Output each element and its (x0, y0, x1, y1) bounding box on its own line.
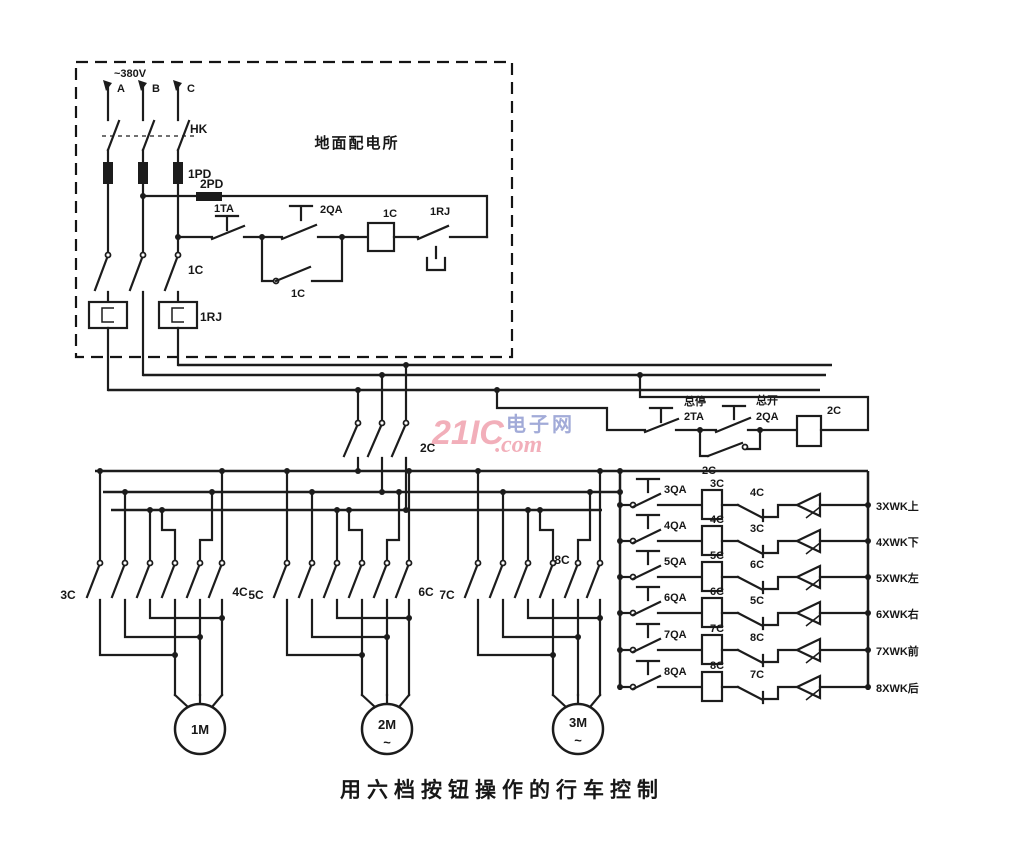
row6-coil-label: 8C (710, 660, 724, 672)
row1-button-label: 3QA (664, 484, 687, 496)
row4-interlock-label: 5C (750, 595, 764, 607)
watermark-site: 电子网 (506, 413, 575, 436)
row6-button-label: 8QA (664, 666, 687, 678)
button-row-4: 6QA 6C 5C 6XWK右 (615, 585, 919, 631)
overload-contact-1rj-label: 1RJ (430, 206, 450, 218)
row1-limit-switch-label: 3XWK上 (876, 499, 919, 513)
start-pushbutton-2qa-1: 2QA (280, 204, 343, 241)
row3-coil-label: 5C (710, 550, 724, 562)
master-coil-2c: 2C (795, 405, 841, 448)
seal-contact-1c-label: 1C (291, 288, 305, 300)
fuse-1pd-label: 1PD (188, 167, 212, 181)
motor-2m-label: 2M (378, 717, 396, 732)
branch2-fwd-contacts-label: 5C (248, 588, 264, 602)
figure-caption: 用六档按钮操作的行车控制 (340, 778, 664, 802)
motor-branch-2: 5C 6C 2M ~ (248, 466, 434, 756)
stop-pushbutton-1ta: 1TA (210, 203, 246, 241)
main-contacts-1c-label: 1C (188, 263, 204, 277)
branch3-rev-contacts-label: 8C (554, 553, 570, 567)
master-stop-pushbutton-2ta: 总停 2TA (643, 394, 706, 434)
row6-limit-switch-label: 8XWK后 (876, 681, 919, 695)
contactor-coil-1c-label: 1C (383, 208, 397, 220)
master-rung: 总停 2TA 总开 2QA 2C 2C (494, 372, 870, 477)
branch3-fwd-contacts-label: 7C (439, 588, 455, 602)
line-contactor-2c: 2C (342, 362, 436, 512)
branch1-rev-contacts-label: 4C (232, 585, 248, 599)
distribution-box-title: 地面配电所 (314, 134, 399, 152)
button-row-6: 8QA 8C 7C 8XWK后 (615, 659, 919, 705)
overload-contact-1rj: 1RJ (416, 206, 450, 272)
stop-pushbutton-1ta-label: 1TA (214, 203, 234, 215)
phase-buses (108, 363, 832, 392)
motor-3m-label: 3M (569, 715, 587, 730)
seal-contact-1c: 1C (260, 235, 344, 300)
knife-switch-label: HK (190, 122, 208, 136)
motor-2m-ac-mark: ~ (383, 735, 391, 750)
watermark-dot-com: .com (495, 432, 542, 458)
phase-a-label: A (117, 83, 125, 95)
motor-branch-1: 3C 4C 1M (60, 466, 248, 756)
fuses-1pd: 1PD (103, 162, 212, 254)
row2-limit-switch-label: 4XWK下 (876, 536, 919, 549)
thermal-heaters-1rj: 1RJ (87, 300, 222, 392)
knife-switch-hk: HK (102, 119, 208, 164)
motor-1m-label: 1M (191, 722, 209, 737)
master-start-cjk-label: 总开 (756, 393, 778, 407)
row2-interlock-label: 3C (750, 523, 764, 535)
motor-branch-3: 7C 8C 3M ~ (439, 466, 605, 756)
main-contacts-1c: 1C (93, 251, 204, 377)
button-panel: 3QA 3C 4C 3XWK上 4QA 4C 3C 4XWK下 5QA 5C 6… (615, 477, 919, 705)
master-stop-pushbutton-label: 2TA (684, 411, 704, 423)
row3-button-label: 5QA (664, 556, 687, 568)
row5-limit-switch-label: 7XWK前 (876, 644, 919, 658)
three-phase-supply: ~380V A B C (103, 68, 195, 122)
row4-button-label: 6QA (664, 592, 687, 604)
row3-interlock-label: 6C (750, 559, 764, 571)
contactor-coil-1c: 1C (366, 208, 397, 253)
branch2-rev-contacts-label: 6C (418, 585, 434, 599)
cabinet-control-rung: 1TA 2QA 1C 1C (175, 203, 489, 300)
button-row-2: 4QA 4C 3C 4XWK下 (615, 513, 919, 559)
master-coil-label: 2C (827, 405, 841, 417)
fuse-2pd: 2PD (140, 177, 489, 239)
button-row-1: 3QA 3C 4C 3XWK上 (615, 477, 919, 523)
phase-b-label: B (152, 83, 160, 95)
start-pushbutton-2qa-1-label: 2QA (320, 204, 343, 216)
phase-c-label: C (187, 83, 195, 95)
row5-button-label: 7QA (664, 629, 687, 641)
button-row-3: 5QA 5C 6C 5XWK左 (615, 549, 919, 595)
row4-coil-label: 6C (710, 586, 724, 598)
row2-coil-label: 4C (710, 514, 724, 526)
row5-coil-label: 7C (710, 623, 724, 635)
button-row-5: 7QA 7C 8C 7XWK前 (615, 622, 919, 668)
distribution-box: 地面配电所 ~380V A B C HK 1PD (74, 60, 514, 392)
master-start-pushbutton-label: 2QA (756, 411, 779, 423)
distribution-box-border (74, 60, 514, 359)
row1-coil-label: 3C (710, 478, 724, 490)
master-start-pushbutton-2qa: 总开 2QA (714, 393, 779, 434)
thermal-heaters-1rj-label: 1RJ (200, 310, 222, 324)
branch1-fwd-contacts-label: 3C (60, 588, 76, 602)
line-contactor-2c-label: 2C (420, 441, 436, 455)
watermark: 21IC 电子网 .com (431, 413, 575, 458)
motor-3m-ac-mark: ~ (574, 733, 582, 748)
watermark-brand: 21IC (431, 414, 504, 452)
row4-limit-switch-label: 6XWK右 (876, 607, 919, 621)
row2-button-label: 4QA (664, 520, 687, 532)
row1-interlock-label: 4C (750, 487, 764, 499)
row6-interlock-label: 7C (750, 669, 764, 681)
row5-interlock-label: 8C (750, 632, 764, 644)
row3-limit-switch-label: 5XWK左 (876, 571, 919, 585)
fuse-2pd-label: 2PD (200, 177, 224, 191)
supply-voltage-label: ~380V (114, 68, 147, 80)
